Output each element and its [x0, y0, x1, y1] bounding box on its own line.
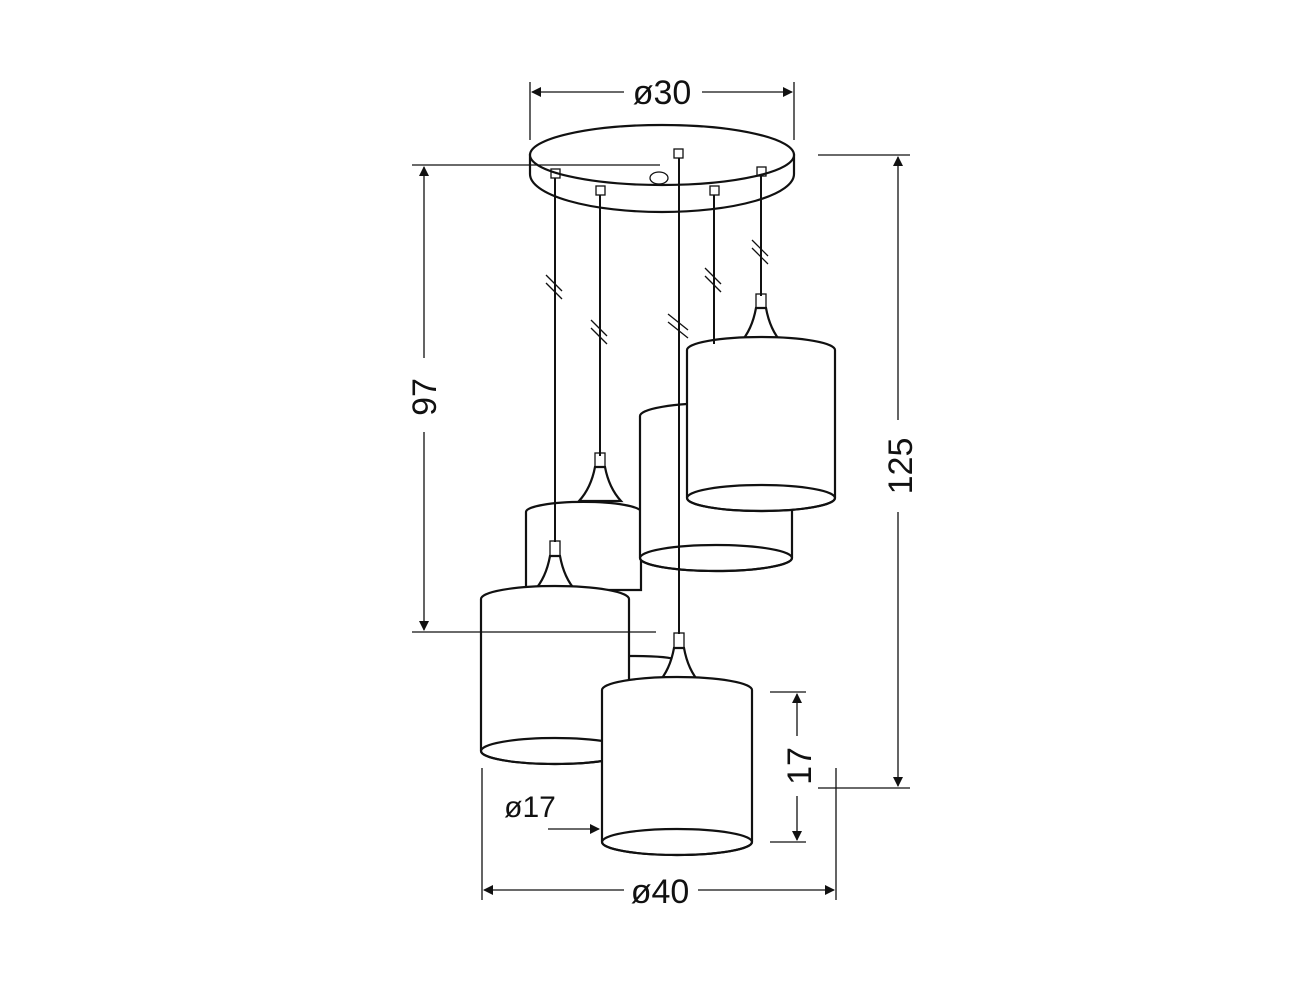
dimension-canopy-diameter: ø30 [529, 74, 795, 140]
ceiling-canopy [528, 123, 796, 214]
dimension-shade-height: 17 [770, 691, 819, 843]
dimension-min-height: 97 [406, 164, 660, 633]
shade-height-label: 17 [781, 747, 819, 785]
cluster-diameter-label: ø40 [631, 873, 690, 911]
lamp-shade-top-right [685, 176, 837, 513]
dimension-max-height: 125 [818, 154, 920, 789]
max-height-label: 125 [882, 438, 920, 495]
cord-center [667, 158, 689, 634]
dimension-shade-diameter: ø17 [504, 791, 600, 834]
dimension-cluster-diameter: ø40 [481, 768, 837, 911]
pendant-back-left [576, 195, 624, 503]
canopy-diameter-label: ø30 [633, 74, 692, 112]
lamp-shade-front [600, 632, 754, 857]
shade-diameter-label: ø17 [504, 791, 556, 824]
cord-middle [704, 195, 722, 344]
min-height-label: 97 [406, 378, 444, 416]
